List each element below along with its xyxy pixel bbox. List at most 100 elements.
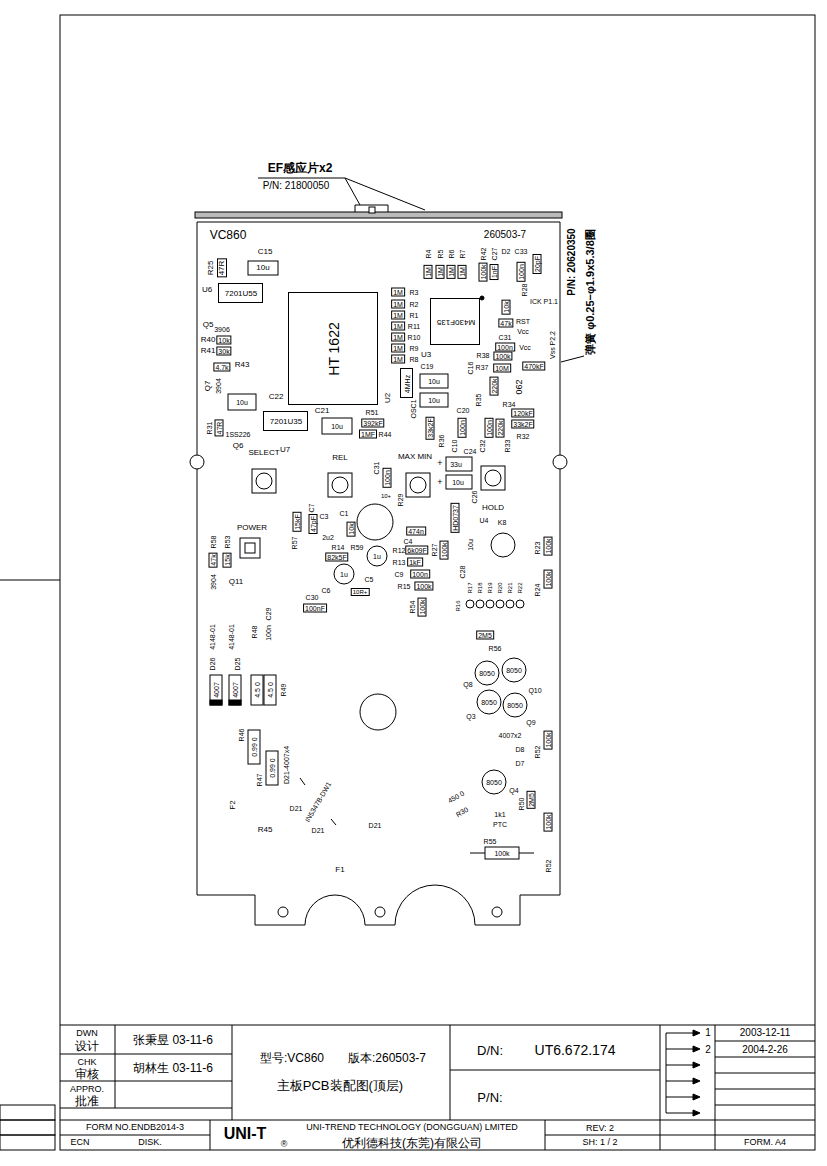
pcb-outline-part bbox=[553, 455, 567, 469]
pcb-label: U2 bbox=[384, 393, 392, 403]
pcb-label: 47R bbox=[217, 259, 227, 278]
pcb-label: 1nF bbox=[490, 264, 499, 280]
pcb-label: 100k bbox=[544, 730, 553, 749]
pcb-outline-part bbox=[715, 1041, 815, 1042]
pcb-label: 2M5 bbox=[476, 631, 494, 640]
pcb-outline-part bbox=[248, 730, 260, 764]
pcb-label: 0.99 0 bbox=[269, 758, 276, 777]
pcb-label: C31 bbox=[499, 334, 512, 341]
pcb-label: C31 bbox=[373, 462, 380, 475]
pcb-label: C27 bbox=[491, 248, 498, 261]
pcb-label: Vcc bbox=[517, 328, 529, 335]
pcb-outline-part bbox=[406, 473, 430, 497]
pcb-outline-part bbox=[480, 296, 484, 300]
pcb-outline-part bbox=[240, 538, 260, 558]
title-block-text: 2003-12-11 bbox=[740, 1028, 790, 1038]
title-block-text: UNI-TREND TECHNOLOGY (DONGGUAN) LMITED bbox=[306, 1123, 518, 1132]
node-text: D/N: bbox=[477, 1044, 503, 1057]
pcb-label: C22 bbox=[269, 393, 284, 401]
pcb-outline-part bbox=[328, 473, 352, 497]
pcb-outline-part bbox=[0, 580, 60, 581]
pcb-label: 15k bbox=[223, 552, 232, 567]
node-text: APPRO. bbox=[70, 1085, 104, 1094]
pcb-label: 10u bbox=[467, 539, 474, 551]
pcb-label: 3906 bbox=[214, 326, 230, 333]
pcb-label: 1M bbox=[436, 265, 445, 279]
pcb-label: C33 bbox=[515, 248, 528, 255]
pcb-label: R11 bbox=[408, 323, 420, 330]
pcb-label: D2 bbox=[502, 248, 511, 255]
node-text: UT6.672.174 bbox=[535, 1043, 616, 1057]
pcb-label: R56 bbox=[489, 645, 502, 652]
pcb-label: 8050 bbox=[507, 702, 523, 709]
pcb-label: R42 bbox=[480, 248, 487, 261]
pcb-label: 100nF bbox=[303, 604, 327, 613]
pcb-label: R18 bbox=[477, 582, 483, 593]
pcb-outline-part bbox=[357, 504, 393, 540]
pcb-label: R58 bbox=[210, 536, 217, 549]
pcb-label: EF感应片x2 bbox=[268, 162, 333, 174]
pcb-outline-part bbox=[367, 546, 387, 566]
pcb-label: R34 bbox=[503, 401, 516, 408]
title-block-text: 优利德科技(东莞)有限公司 bbox=[342, 1137, 482, 1149]
title-cell: D/N: UT6.672.174 bbox=[450, 1025, 660, 1070]
pcb-label: 4007x2 bbox=[499, 732, 522, 739]
pcb-label: R54 bbox=[409, 601, 416, 614]
pcb-label: F2 bbox=[229, 800, 237, 809]
pcb-outline-part bbox=[476, 600, 484, 608]
pcb-label: 062 bbox=[515, 379, 524, 394]
pcb-outline-part bbox=[60, 1135, 210, 1136]
pcb-label: 2M5 bbox=[527, 791, 536, 809]
pcb-outline-part bbox=[300, 778, 336, 825]
title-cell: CHK审核 bbox=[60, 1054, 115, 1082]
pcb-outline-part bbox=[420, 374, 448, 388]
pcb-label: 1u bbox=[340, 571, 348, 578]
pcb-label: 30k bbox=[216, 347, 231, 356]
pcb-label: 33k2F bbox=[511, 420, 534, 429]
pcb-label: 4.5 0 bbox=[254, 682, 261, 698]
pcb-label: 1M bbox=[391, 344, 405, 353]
pcb-label: 6k09F bbox=[405, 546, 428, 555]
pcb-label: R38 bbox=[477, 352, 490, 359]
node-text: 型号:VC860 bbox=[260, 1052, 324, 1064]
pcb-label: R23 bbox=[534, 542, 541, 555]
pcb-label: R5 bbox=[437, 250, 444, 259]
regulator-chip: 7201U55 bbox=[218, 283, 263, 303]
pcb-label: 100n bbox=[410, 570, 430, 579]
pcb-label: 1k1 bbox=[494, 811, 505, 818]
pcb-label: IN5347B-DW1 bbox=[304, 781, 333, 824]
pcb-outline-part bbox=[210, 1120, 211, 1150]
pcb-label: 100k bbox=[544, 812, 553, 831]
pcb-label: 47R bbox=[215, 420, 224, 437]
title-block-text: 2004-2-26 bbox=[742, 1045, 788, 1055]
pcb-outline-part bbox=[496, 600, 504, 608]
pcb-label: R52 bbox=[545, 860, 552, 873]
pcb-label: R37 bbox=[476, 364, 489, 371]
pcb-outline-part bbox=[332, 477, 348, 493]
pcb-outline-part bbox=[715, 1025, 716, 1150]
pcb-label: 47pF bbox=[309, 514, 318, 534]
pcb-label: U4 bbox=[480, 517, 489, 524]
pcb-label: D21 bbox=[290, 805, 303, 812]
pcb-outline-part bbox=[258, 178, 425, 210]
pcb-label: Q3 bbox=[466, 713, 475, 720]
pcb-label: R41 bbox=[201, 347, 216, 355]
pcb-outline-part bbox=[252, 469, 276, 493]
pcb-outline-part bbox=[486, 600, 494, 608]
pcb-label: C16 bbox=[467, 362, 474, 375]
pcb-label: R55 bbox=[484, 838, 497, 845]
pcb-label: D21 bbox=[369, 822, 382, 829]
pcb-outline-part bbox=[545, 1135, 815, 1136]
pcb-label: R48 bbox=[251, 626, 258, 639]
pcb-label: R40 bbox=[201, 336, 216, 344]
pcb-outline-part bbox=[60, 1120, 815, 1121]
pcb-outline-part bbox=[248, 261, 278, 275]
pcb-label: Vcc bbox=[519, 344, 531, 351]
pcb-label: D8 bbox=[516, 746, 525, 753]
pcb-label: P/N: 21800050 bbox=[263, 181, 330, 191]
pcb-label: 1M bbox=[391, 311, 405, 320]
pcb-label: Q8 bbox=[463, 681, 472, 688]
pcb-label: C30 bbox=[306, 594, 319, 601]
pcb-outline-part bbox=[0, 1120, 55, 1135]
pcb-label: R20 bbox=[497, 582, 503, 593]
